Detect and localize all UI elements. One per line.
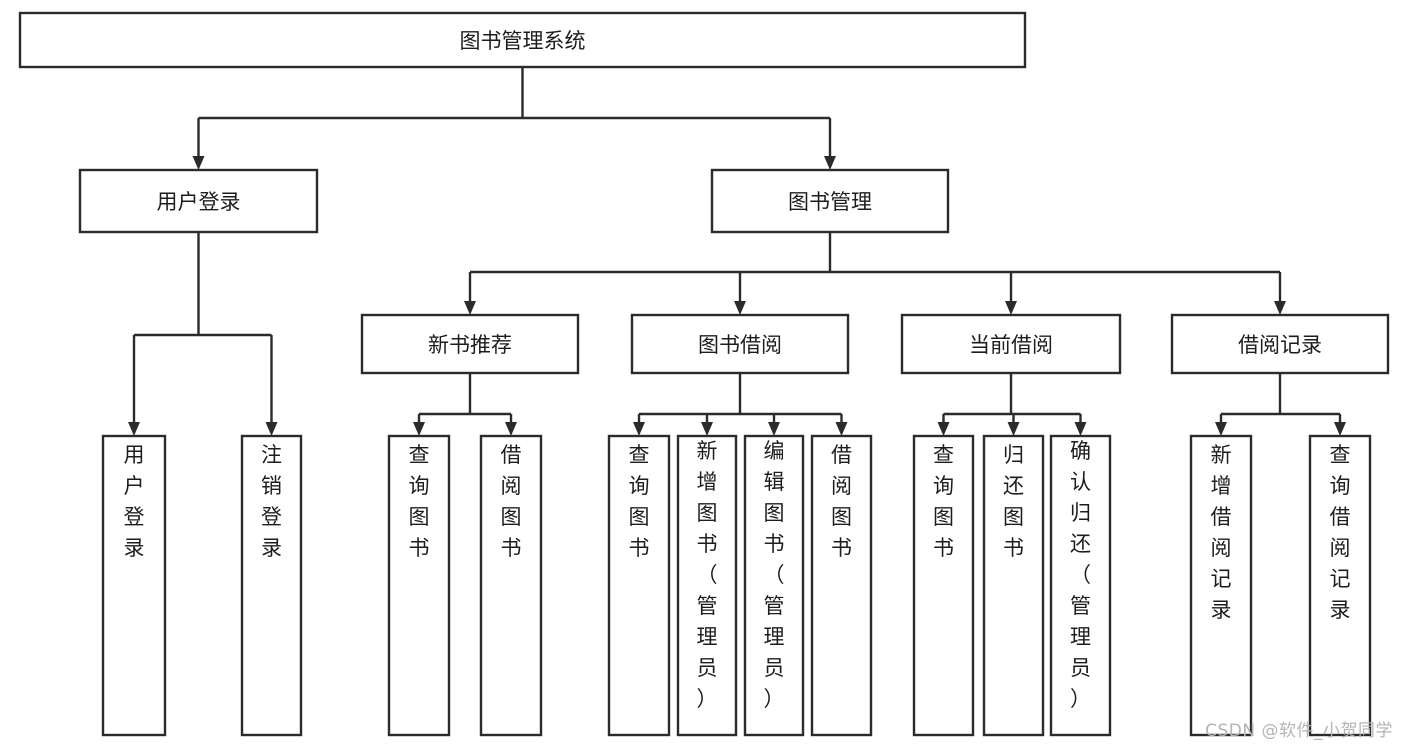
node-box bbox=[479, 434, 543, 737]
node-leaf-6-编辑图书管理员[interactable]: 编辑图书（管理员） bbox=[743, 434, 805, 737]
node-label: 用户登录 bbox=[157, 190, 241, 214]
connector-book-mgmt-arrow-2 bbox=[1005, 301, 1017, 315]
node-label: 用户登录 bbox=[124, 443, 145, 560]
connector-图书借阅-arrow-1 bbox=[701, 422, 713, 436]
connector-借阅记录-arrow-0 bbox=[1215, 422, 1227, 436]
node-label: 图书借阅 bbox=[698, 333, 782, 357]
node-leaf-0-用户登录[interactable]: 用户登录 bbox=[101, 434, 167, 737]
connector-book-mgmt-arrow-1 bbox=[734, 301, 746, 315]
node-box bbox=[1189, 434, 1253, 737]
connector-layer bbox=[128, 67, 1346, 436]
node-label: 新增图书（管理员） bbox=[697, 439, 718, 711]
connector-user-login-arrow-0 bbox=[128, 422, 140, 436]
node-label: 借阅记录 bbox=[1238, 333, 1322, 357]
node-level3-2-当前借阅[interactable]: 当前借阅 bbox=[900, 313, 1122, 375]
node-label: 查询图书 bbox=[933, 443, 954, 560]
connector-root-arrow-1 bbox=[824, 156, 836, 170]
node-label: 编辑图书（管理员） bbox=[764, 439, 785, 711]
connector-当前借阅-arrow-1 bbox=[1007, 422, 1020, 436]
connector-新书推荐-arrow-1 bbox=[505, 422, 517, 436]
node-box bbox=[743, 434, 805, 737]
node-label: 查询借阅记录 bbox=[1330, 443, 1351, 622]
connector-图书借阅-arrow-2 bbox=[768, 422, 780, 436]
node-box bbox=[912, 434, 975, 737]
node-box bbox=[1308, 434, 1372, 737]
node-level3-1-图书借阅[interactable]: 图书借阅 bbox=[630, 313, 850, 375]
node-label: 当前借阅 bbox=[969, 333, 1053, 357]
node-layer: 图书管理系统用户登录图书管理新书推荐图书借阅当前借阅借阅记录用户登录注销登录查询… bbox=[18, 11, 1390, 737]
node-label: 注销登录 bbox=[261, 443, 282, 560]
node-box bbox=[101, 434, 167, 737]
node-box bbox=[360, 313, 580, 375]
node-leaf-4-查询图书[interactable]: 查询图书 bbox=[607, 434, 671, 737]
node-root-0-图书管理系统[interactable]: 图书管理系统 bbox=[18, 11, 1027, 69]
node-label: 归还图书 bbox=[1003, 443, 1024, 560]
node-level3-0-新书推荐[interactable]: 新书推荐 bbox=[360, 313, 580, 375]
node-box bbox=[900, 313, 1122, 375]
node-label: 查询图书 bbox=[409, 443, 430, 560]
node-leaf-11-新增借阅记录[interactable]: 新增借阅记录 bbox=[1189, 434, 1253, 737]
node-leaf-5-新增图书管理员[interactable]: 新增图书（管理员） bbox=[676, 434, 738, 737]
connector-借阅记录-arrow-1 bbox=[1334, 422, 1346, 436]
node-label: 图书管理 bbox=[788, 190, 872, 214]
node-label: 确认归还（管理员） bbox=[1070, 439, 1091, 711]
connector-root-arrow-0 bbox=[192, 156, 205, 170]
connector-图书借阅-arrow-3 bbox=[835, 422, 848, 436]
node-level3-3-借阅记录[interactable]: 借阅记录 bbox=[1170, 313, 1390, 375]
connector-book-mgmt-arrow-0 bbox=[464, 301, 476, 315]
connector-当前借阅-arrow-0 bbox=[937, 422, 950, 436]
node-label: 借阅图书 bbox=[831, 443, 852, 560]
node-leaf-9-归还图书[interactable]: 归还图书 bbox=[982, 434, 1045, 737]
node-label: 新书推荐 bbox=[428, 333, 512, 357]
connector-当前借阅-arrow-2 bbox=[1074, 422, 1087, 436]
node-leaf-12-查询借阅记录[interactable]: 查询借阅记录 bbox=[1308, 434, 1372, 737]
node-box bbox=[810, 434, 873, 737]
node-label: 图书管理系统 bbox=[460, 29, 586, 53]
node-box bbox=[18, 11, 1027, 69]
node-leaf-10-确认归还管理员[interactable]: 确认归还（管理员） bbox=[1049, 434, 1112, 737]
node-box bbox=[78, 168, 319, 234]
connector-book-mgmt-arrow-3 bbox=[1274, 301, 1286, 315]
connector-新书推荐-arrow-0 bbox=[413, 422, 425, 436]
node-leaf-8-查询图书[interactable]: 查询图书 bbox=[912, 434, 975, 737]
connector-图书借阅-arrow-0 bbox=[633, 422, 645, 436]
node-box bbox=[710, 168, 950, 234]
node-box bbox=[1170, 313, 1390, 375]
node-box bbox=[982, 434, 1045, 737]
node-level2-1-图书管理[interactable]: 图书管理 bbox=[710, 168, 950, 234]
node-leaf-7-借阅图书[interactable]: 借阅图书 bbox=[810, 434, 873, 737]
node-leaf-2-查询图书[interactable]: 查询图书 bbox=[387, 434, 451, 737]
node-box bbox=[607, 434, 671, 737]
node-box bbox=[676, 434, 738, 737]
node-box bbox=[387, 434, 451, 737]
connector-user-login-arrow-1 bbox=[265, 422, 278, 436]
node-box bbox=[1049, 434, 1112, 737]
node-level2-0-用户登录[interactable]: 用户登录 bbox=[78, 168, 319, 234]
node-box bbox=[240, 434, 303, 737]
node-label: 新增借阅记录 bbox=[1211, 443, 1232, 622]
node-box bbox=[630, 313, 850, 375]
node-label: 查询图书 bbox=[629, 443, 650, 560]
node-leaf-3-借阅图书[interactable]: 借阅图书 bbox=[479, 434, 543, 737]
node-label: 借阅图书 bbox=[501, 443, 522, 560]
node-leaf-1-注销登录[interactable]: 注销登录 bbox=[240, 434, 303, 737]
